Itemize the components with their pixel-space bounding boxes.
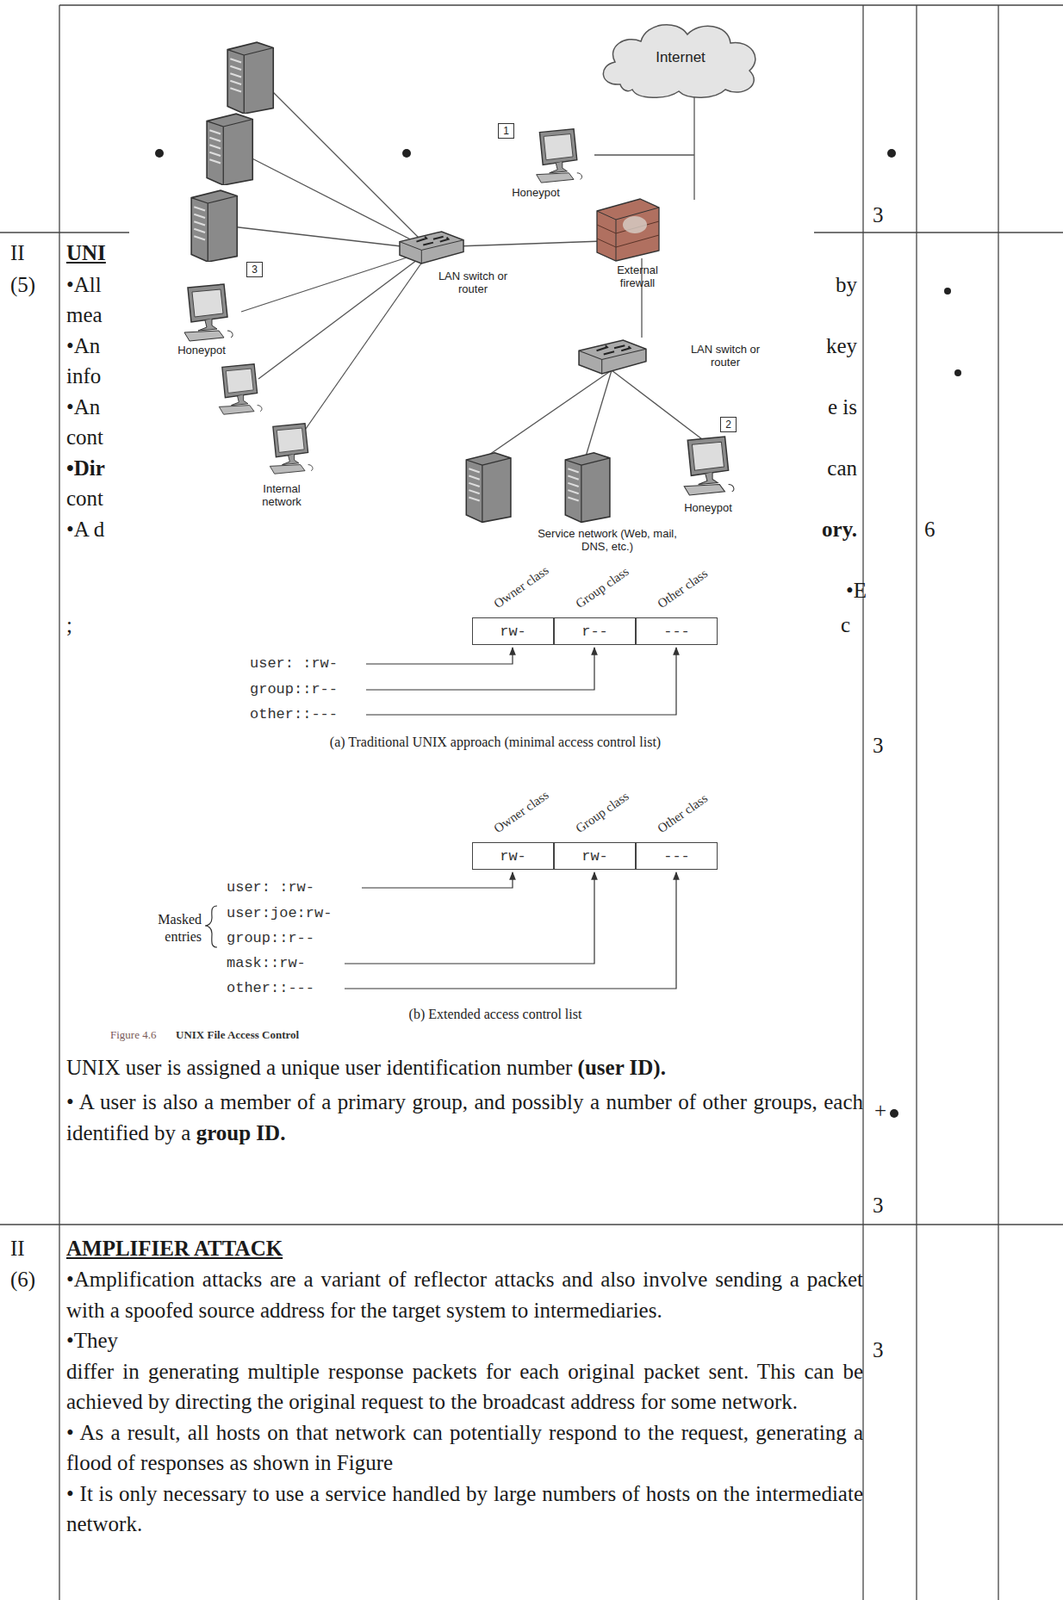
mark-value: 3	[872, 1190, 884, 1222]
bullet-text: •They	[66, 1325, 864, 1357]
class-label: Other class	[654, 790, 711, 837]
scan-specks	[155, 149, 962, 1119]
node-text: rw-	[499, 848, 527, 865]
text-fragment: ory.	[821, 514, 858, 546]
permission-cell: ---	[635, 842, 718, 871]
text-fragment: e is	[827, 391, 858, 423]
text-fragment: •A d	[66, 514, 105, 546]
text-fragment: cont	[66, 483, 104, 515]
mark-value: 6	[924, 514, 936, 546]
callout-box: 1	[497, 123, 515, 139]
device-label: Internal network	[251, 482, 312, 509]
class-label: Group class	[572, 788, 633, 837]
acl-entry: user: :rw-	[249, 655, 338, 673]
row-number: (6)	[10, 1264, 36, 1296]
body-text: (user ID).	[578, 1056, 666, 1080]
row-number: II	[10, 237, 25, 269]
permission-cell: rw-	[472, 842, 554, 871]
heading-fragment: UNI	[66, 237, 106, 269]
bullet-text: • As a result, all hosts on that network…	[66, 1417, 864, 1480]
device-label: Honeypot	[511, 186, 560, 199]
text-fragment: •E	[845, 575, 867, 607]
mark-value: 3	[872, 730, 884, 762]
acl-entry: other::---	[249, 706, 338, 724]
figure-caption: (b) Extended access control list	[409, 1006, 583, 1024]
internet-cloud: Internet	[594, 15, 767, 100]
acl-entry: user: :rw-	[226, 879, 315, 897]
mark-value: 3	[872, 1335, 884, 1367]
text-fragment: •All	[66, 269, 102, 301]
node-text: ---	[663, 848, 691, 865]
figure-number: Figure 4.6	[110, 1028, 156, 1043]
permission-cell: rw-	[553, 842, 636, 871]
permission-cell: rw-	[472, 617, 554, 646]
text-fragment: mea	[66, 299, 103, 331]
device-label: LAN switch or router	[433, 269, 513, 296]
device-label: Honeypot	[177, 343, 226, 357]
node-text: r--	[581, 623, 609, 641]
text-fragment: •An	[66, 330, 100, 362]
node-text: 3	[251, 263, 258, 276]
acl-arrows	[205, 647, 677, 989]
node-text: 2	[725, 418, 732, 431]
bullet-text: differ in generating multiple response p…	[66, 1356, 864, 1418]
class-label: Group class	[572, 563, 633, 612]
text-paragraph: UNIX user is assigned a unique user iden…	[66, 1052, 864, 1084]
permission-cell: r--	[553, 617, 636, 646]
text-fragment: cont	[66, 422, 104, 454]
device-label: LAN switch or router	[688, 342, 763, 369]
acl-entry: other::---	[226, 980, 315, 998]
device-label: Service network (Web, mail, DNS, etc.)	[525, 527, 690, 554]
acl-entry: mask::rw-	[226, 955, 306, 973]
text-paragraph: •Amplification attacks are a variant of …	[66, 1264, 864, 1541]
text-fragment: can	[826, 453, 858, 485]
figure-caption: (a) Traditional UNIX approach (minimal a…	[329, 733, 661, 752]
node-text: rw-	[581, 848, 609, 865]
class-label: Other class	[654, 565, 711, 612]
row-number: (5)	[10, 269, 36, 301]
device-label: Honeypot	[683, 501, 733, 515]
section-heading: AMPLIFIER ATTACK	[66, 1233, 283, 1265]
bullet-text: • It is only necessary to use a service …	[66, 1479, 864, 1541]
acl-entry: group::r--	[249, 681, 338, 699]
row-number: II	[10, 1233, 25, 1265]
mark-symbol: +	[874, 1095, 887, 1127]
network-links	[223, 77, 703, 457]
bullet-text: •Amplification attacks are a variant of …	[66, 1264, 864, 1326]
table-rules	[0, 5, 1063, 1600]
body-text: UNIX user is assigned a unique user iden…	[66, 1056, 572, 1080]
text-paragraph: • A user is also a member of a primary g…	[66, 1087, 864, 1149]
class-label: Owner class	[491, 787, 553, 837]
node-text: ---	[663, 623, 691, 641]
network-icons	[184, 42, 734, 523]
text-fragment: •An	[66, 391, 100, 423]
callout-box: 2	[720, 416, 737, 433]
text-fragment: •Dir	[66, 453, 106, 485]
permission-cell: ---	[635, 617, 718, 646]
node-text: Internet	[655, 49, 706, 67]
node-text: rw-	[499, 623, 527, 641]
device-label: External firewall	[602, 263, 672, 290]
bracket-label: Masked entries	[139, 911, 202, 946]
acl-entry: group::r--	[226, 930, 315, 948]
node-text: 1	[503, 124, 510, 137]
body-text: • A user is also a member of a primary g…	[66, 1090, 864, 1145]
text-fragment: ;	[66, 609, 73, 641]
class-label: Owner class	[491, 562, 553, 612]
text-fragment: info	[66, 360, 101, 392]
body-text: group ID.	[196, 1121, 286, 1145]
mark-value: 3	[872, 199, 884, 231]
text-fragment: key	[826, 330, 858, 362]
callout-box: 3	[246, 261, 263, 278]
text-fragment: by	[835, 269, 858, 301]
text-fragment: c	[840, 609, 851, 641]
figure-title: UNIX File Access Control	[175, 1028, 299, 1043]
acl-entry: user:joe:rw-	[226, 905, 332, 923]
